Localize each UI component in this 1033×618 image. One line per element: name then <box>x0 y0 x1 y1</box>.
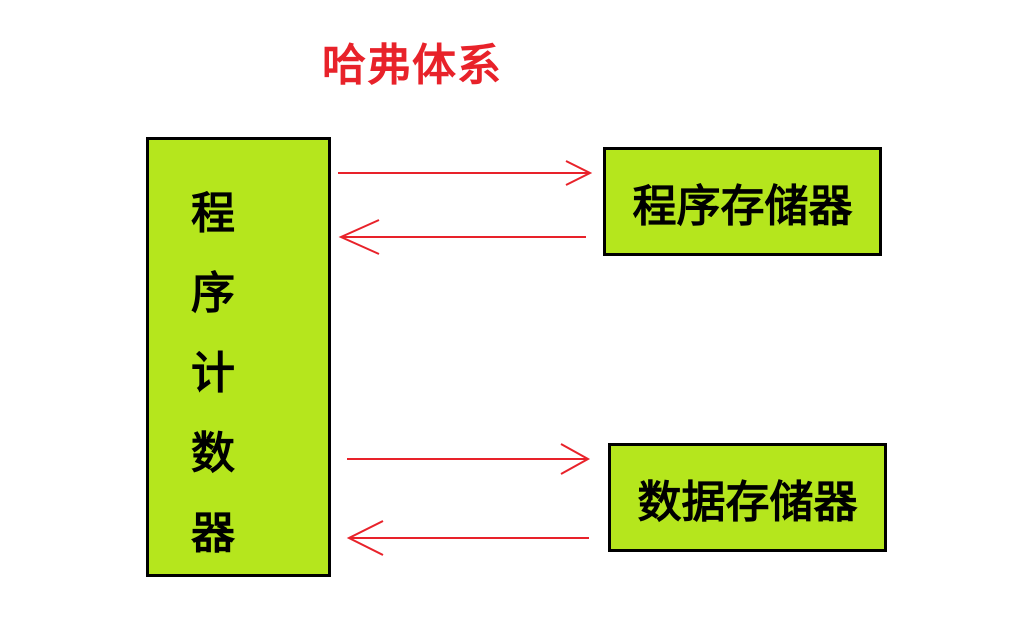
arrow-program-memory-to-pc <box>338 219 586 255</box>
data-memory-label: 数据存储器 <box>637 476 858 528</box>
arrow-data-memory-to-pc <box>346 520 589 556</box>
program-memory-box: 程序存储器 <box>603 147 882 256</box>
diagram-title: 哈弗体系 <box>322 40 502 91</box>
arrow-pc-to-program-memory <box>338 160 593 186</box>
program-counter-box: 程序计数器 <box>146 137 331 577</box>
data-memory-box: 数据存储器 <box>608 443 887 552</box>
program-memory-label: 程序存储器 <box>632 180 853 232</box>
arrow-pc-to-data-memory <box>347 443 591 475</box>
program-counter-label: 程序计数器 <box>191 188 235 559</box>
